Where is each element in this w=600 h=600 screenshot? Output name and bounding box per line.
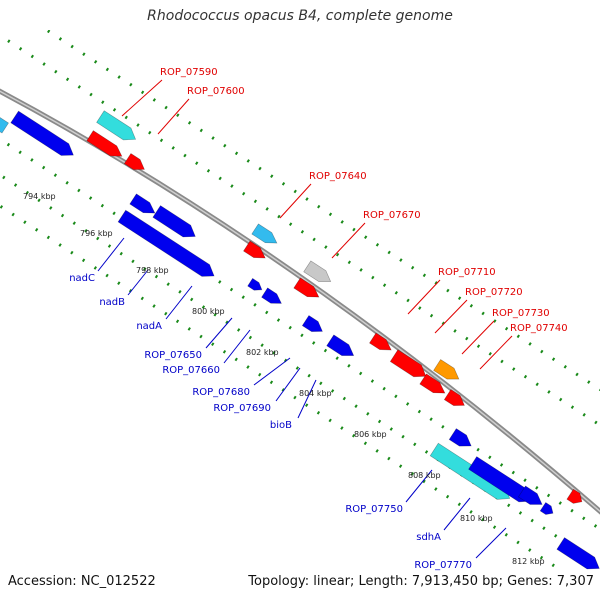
tick-label-796-kbp: 796 kbp: [80, 229, 113, 238]
leader-line-rop-07660: [223, 329, 251, 364]
gene-label-rop-07670[interactable]: ROP_07670: [363, 210, 421, 221]
leader-line-rop-07600: [157, 98, 190, 135]
gene-feature-blue[interactable]: [448, 428, 472, 447]
gene-feature-cyan[interactable]: [96, 110, 137, 141]
leader-line-rop-07670: [331, 222, 366, 259]
gene-feature-red[interactable]: [566, 488, 583, 504]
tick-label-798-kbp: 798 kbp: [136, 266, 169, 275]
leader-line-rop-07690: [275, 367, 301, 402]
leader-line-rop-07720: [434, 299, 468, 334]
leader-line-rop-07590: [121, 79, 163, 117]
accession-text: Accession: NC_012522: [8, 574, 156, 589]
position-tick-labels: 794 kbp 796 kbp 798 kbp 800 kbp 802 kbp 804 k…: [23, 192, 545, 566]
gene-feature-red[interactable]: [369, 332, 392, 351]
gene-feature-red[interactable]: [243, 240, 266, 259]
leader-line-biob: [297, 379, 317, 419]
gene-feature-grey[interactable]: [303, 260, 332, 282]
gene-label-rop-07740[interactable]: ROP_07740: [510, 323, 568, 334]
gene-feature-blue[interactable]: [117, 209, 215, 277]
gene-feature-blue[interactable]: [468, 456, 532, 503]
leader-line-rop-07740: [479, 335, 513, 370]
leader-line-rop-07750: [405, 469, 433, 503]
gene-feature-orange[interactable]: [433, 359, 460, 380]
gene-feature-blue[interactable]: [10, 110, 74, 156]
gene-label-nadc[interactable]: nadC: [69, 273, 95, 284]
gene-feature-red[interactable]: [86, 130, 123, 157]
tick-label-812-kbp: 812 kbp: [512, 557, 545, 566]
tick-label-794-kbp: 794 kbp: [23, 192, 56, 201]
gene-label-rop-07720[interactable]: ROP_07720: [465, 287, 523, 298]
gene-label-rop-07640[interactable]: ROP_07640: [309, 171, 367, 182]
gene-feature-blue[interactable]: [326, 334, 355, 356]
gene-label-rop-07730[interactable]: ROP_07730: [492, 308, 550, 319]
leader-line-nadb: [127, 269, 149, 296]
label-leader-lines: [97, 79, 513, 559]
gene-features: [0, 110, 600, 570]
gene-feature-blue[interactable]: [152, 205, 196, 238]
gene-feature-blue[interactable]: [556, 537, 600, 570]
tick-label-802-kbp: 802 kbp: [246, 348, 279, 357]
gene-feature-blue[interactable]: [129, 193, 156, 214]
backbone-line: [0, 88, 600, 515]
gene-feature-blue[interactable]: [247, 277, 263, 291]
gene-label-nadb[interactable]: nadB: [99, 297, 125, 308]
tick-label-808-kbp: 808 kbp: [408, 471, 441, 480]
gene-label-rop-07770[interactable]: ROP_07770: [414, 560, 472, 571]
gene-feature-lightblue[interactable]: [0, 116, 9, 134]
leader-line-rop-07730: [461, 320, 495, 355]
gene-label-rop-07690[interactable]: ROP_07690: [213, 403, 271, 414]
gene-feature-red[interactable]: [389, 349, 427, 378]
backbone-highlight: [0, 90, 600, 513]
tick-label-810-kbp: 810 kbp: [460, 514, 493, 523]
leader-line-nadc: [97, 237, 125, 272]
gene-label-biob[interactable]: bioB: [270, 420, 292, 431]
leader-line-sdha: [443, 497, 471, 531]
gene-label-rop-07650[interactable]: ROP_07650: [144, 350, 202, 361]
leader-line-rop-07680: [253, 357, 291, 386]
gene-feature-blue[interactable]: [539, 502, 554, 515]
gene-label-rop-07750[interactable]: ROP_07750: [345, 504, 403, 515]
genome-summary-text: Topology: linear; Length: 7,913,450 bp; …: [248, 574, 594, 589]
leader-line-rop-07710: [407, 279, 441, 315]
gene-labels: ROP_07590ROP_07600ROP_07640ROP_07670ROP_…: [69, 67, 567, 571]
gene-label-nada[interactable]: nadA: [136, 321, 162, 332]
leader-line-rop-07770: [475, 527, 507, 559]
dotted-guide-1: [43, 30, 600, 392]
dotted-guide-5: [0, 204, 564, 570]
leader-line-nada: [165, 285, 193, 320]
gene-label-rop-07600[interactable]: ROP_07600: [187, 86, 245, 97]
genome-backbone: [0, 88, 600, 515]
leader-line-rop-07650: [205, 317, 233, 349]
gene-feature-red[interactable]: [293, 277, 320, 298]
gene-feature-red[interactable]: [443, 389, 465, 406]
map-title: Rhodococcus opacus B4, complete genome: [147, 8, 453, 24]
gene-label-rop-07660[interactable]: ROP_07660: [162, 365, 220, 376]
dotted-guide-2: [0, 33, 600, 427]
gene-feature-blue[interactable]: [261, 287, 282, 304]
gene-feature-red[interactable]: [419, 373, 446, 394]
gene-label-rop-07710[interactable]: ROP_07710: [438, 267, 496, 278]
gene-feature-blue[interactable]: [301, 315, 323, 332]
tick-label-804-kbp: 804 kbp: [299, 389, 332, 398]
gene-feature-lightblue[interactable]: [251, 223, 278, 244]
gene-feature-blue[interactable]: [517, 485, 543, 505]
tick-label-800-kbp: 800 kbp: [192, 307, 225, 316]
leader-line-rop-07640: [279, 183, 312, 219]
tick-label-806-kbp: 806 kbp: [354, 430, 387, 439]
gene-label-rop-07680[interactable]: ROP_07680: [192, 387, 250, 398]
gene-feature-red[interactable]: [123, 153, 145, 170]
gene-label-rop-07590[interactable]: ROP_07590: [160, 67, 218, 78]
gene-label-sdha[interactable]: sdhA: [416, 532, 441, 543]
